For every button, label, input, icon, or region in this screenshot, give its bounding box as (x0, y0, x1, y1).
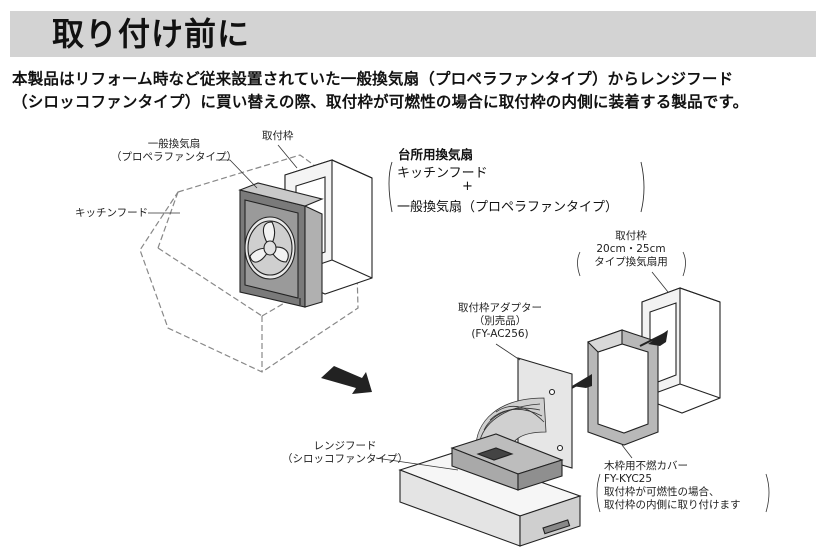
group-plus: + (462, 179, 473, 194)
label-fan: 一般換気扇 （プロペラファンタイプ） (111, 138, 237, 163)
group-title: 台所用換気扇 (398, 147, 474, 162)
page-title: 取り付け前に (52, 15, 251, 53)
header-bar (10, 11, 816, 57)
fire-cover (586, 329, 659, 446)
label-adapter: 取付枠アダプター （別売品） (FY-AC256) (458, 302, 542, 340)
intro-paragraph: 本製品はリフォーム時など従来設置されていた一般換気扇（プロペラファンタイプ）から… (12, 68, 824, 114)
transition-arrow (321, 366, 372, 394)
label-fire-cover: 木枠用不燃カバー FY-KYC25 取付枠が可燃性の場合、 取付枠の内側に取り付… (604, 460, 741, 511)
label-frame-after: 取付枠 20cm・25cm タイプ換気扇用 (594, 230, 668, 268)
group-line-1: キッチンフード (397, 166, 488, 181)
label-range-hood: レンジフード （シロッコファンタイプ） (282, 440, 408, 465)
label-kitchen-hood: キッチンフード (75, 207, 149, 219)
propeller-fan (238, 182, 324, 308)
label-frame-top: 取付枠 (262, 130, 294, 142)
kitchen-hood-outline (139, 154, 359, 373)
intro-line-2: （シロッコファンタイプ）に買い替えの際、取付枠が可燃性の場合に取付枠の内側に装着… (12, 93, 749, 111)
intro-line-1: 本製品はリフォーム時など従来設置されていた一般換気扇（プロペラファンタイプ）から… (12, 70, 734, 88)
group-line-2: 一般換気扇（プロペラファンタイプ） (397, 200, 619, 215)
